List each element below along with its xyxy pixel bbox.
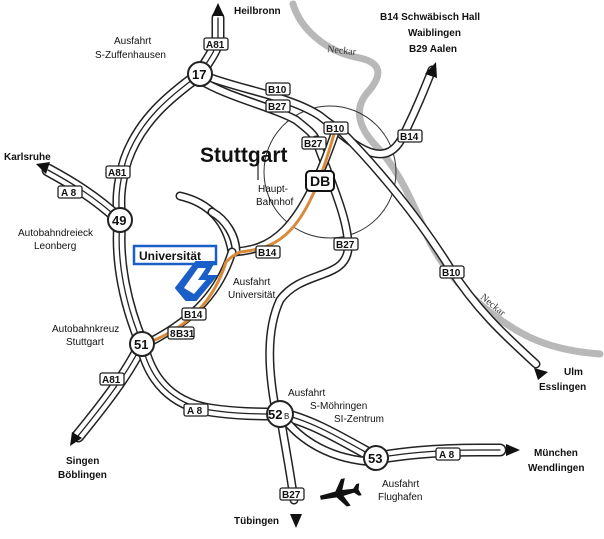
badge-a81-west: A81	[105, 165, 131, 179]
university-label: Universität	[139, 249, 201, 263]
exit-leonberg-2: Leonberg	[34, 241, 76, 252]
badge-b10-mid: B10	[323, 121, 349, 135]
exit-zuffenhausen-1: Ausfahrt	[114, 36, 151, 47]
dest-northeast-3: B29 Aalen	[409, 44, 457, 55]
dest-heilbronn: Heilbronn	[234, 6, 281, 17]
junction-17: 17	[187, 61, 213, 87]
badge-a81-south: A81	[99, 372, 125, 386]
dest-southwest-1: Singen	[66, 456, 99, 467]
svg-text:8: 8	[170, 329, 176, 340]
exit-universitaet-2: Universität	[228, 290, 275, 301]
badge-b27-south: B27	[279, 487, 305, 501]
exit-moehringen-1: Ausfahrt	[288, 388, 325, 399]
airport-icon	[319, 478, 362, 507]
dest-south: Tübingen	[234, 516, 279, 527]
dest-karlsruhe: Karlsruhe	[4, 152, 51, 163]
svg-text:B27: B27	[336, 240, 355, 251]
hauptbahnhof-2: Bahnhof	[256, 197, 293, 208]
arrow-southeast-icon	[506, 444, 520, 456]
svg-text:A 8: A 8	[187, 406, 203, 417]
badge-b10-east: B10	[439, 265, 465, 279]
svg-text:DB: DB	[310, 173, 330, 189]
exit-flughafen-2: Flughafen	[378, 492, 422, 503]
svg-text:17: 17	[192, 67, 206, 82]
svg-text:A 8: A 8	[61, 188, 77, 199]
svg-text:B27: B27	[304, 139, 323, 150]
svg-text:B14: B14	[400, 132, 419, 143]
svg-text:53: 53	[368, 451, 382, 466]
direction-arrows	[36, 3, 548, 528]
dest-east-1: Ulm	[564, 367, 583, 378]
svg-text:B10: B10	[268, 85, 287, 96]
dest-east-2: Esslingen	[539, 382, 586, 393]
svg-text:51: 51	[134, 337, 148, 352]
arrow-north-icon	[212, 3, 224, 16]
exit-leonberg-1: Autobahndreieck	[18, 228, 94, 239]
dest-northeast-1: B14 Schwäbisch Hall	[380, 12, 480, 23]
exit-moehringen-3: SI-Zentrum	[334, 414, 384, 425]
city-name: Stuttgart	[200, 144, 288, 167]
arrow-east-icon	[534, 368, 548, 380]
exit-zuffenhausen-2: S-Zuffenhausen	[95, 50, 166, 61]
dest-southwest-2: Böblingen	[58, 470, 107, 481]
dest-northeast-2: Waiblingen	[408, 28, 461, 39]
svg-text:A81: A81	[206, 40, 225, 51]
svg-text:B31: B31	[176, 329, 195, 340]
svg-text:B27: B27	[282, 490, 301, 501]
exit-kreuz-1: Autobahnkreuz	[52, 324, 119, 335]
svg-text:B10: B10	[326, 124, 345, 135]
svg-text:49: 49	[112, 213, 126, 228]
badge-a81-north: A81	[203, 37, 229, 51]
arrow-northeast-icon	[425, 62, 437, 78]
exit-kreuz-2: Stuttgart	[66, 337, 104, 348]
badge-b27-mid: B27	[301, 136, 327, 150]
badge-b14-ne: B14	[397, 129, 423, 143]
svg-text:B14: B14	[258, 248, 277, 259]
badge-b10-upper: B10	[265, 82, 291, 96]
junction-49: 49	[107, 207, 133, 233]
badge-a8-east: A 8	[435, 447, 461, 461]
exit-moehringen-2: S-Möhringen	[310, 401, 367, 412]
dest-southeast-2: Wendlingen	[528, 463, 584, 474]
badge-b14-uni: B14	[255, 245, 281, 259]
svg-text:A 8: A 8	[439, 450, 455, 461]
river-label-north: Neckar	[327, 44, 358, 58]
svg-text:B: B	[284, 412, 289, 421]
badge-b27-upper: B27	[265, 99, 291, 113]
badge-a8-south: A 8	[183, 403, 209, 417]
exit-flughafen-1: Ausfahrt	[382, 479, 419, 490]
svg-text:A81: A81	[108, 168, 127, 179]
svg-text:A81: A81	[102, 375, 121, 386]
badge-b14-lower: B14	[181, 307, 207, 321]
arrow-south-icon	[290, 514, 302, 528]
river-neckar	[289, 0, 604, 358]
junction-52: 52 B	[266, 400, 294, 428]
university-marker: Universität	[132, 244, 219, 301]
svg-text:B14: B14	[184, 310, 203, 321]
hauptbahnhof-1: Haupt-	[258, 184, 288, 195]
station-badge: DB	[305, 170, 335, 192]
junction-51: 51	[129, 331, 155, 357]
svg-text:B10: B10	[442, 268, 461, 279]
dest-southeast-1: München	[534, 448, 578, 459]
city-area-circle	[263, 105, 397, 239]
arrow-west-icon	[36, 162, 50, 174]
junction-53: 53	[363, 445, 389, 471]
arrow-southwest-icon	[70, 432, 82, 446]
badge-b831: 8 B31	[167, 326, 195, 340]
svg-text:B27: B27	[268, 102, 287, 113]
svg-text:52: 52	[268, 407, 282, 422]
badge-a8-west: A 8	[57, 185, 83, 199]
badge-b27-center: B27	[333, 237, 359, 251]
exit-universitaet-1: Ausfahrt	[233, 277, 270, 288]
